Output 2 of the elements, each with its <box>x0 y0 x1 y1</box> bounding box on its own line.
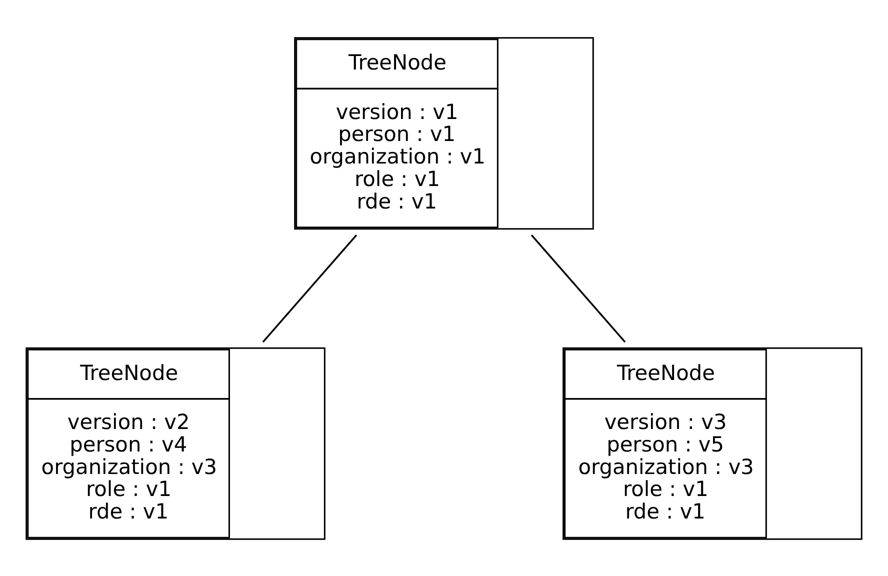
connector <box>530 234 626 342</box>
connector <box>262 234 358 342</box>
